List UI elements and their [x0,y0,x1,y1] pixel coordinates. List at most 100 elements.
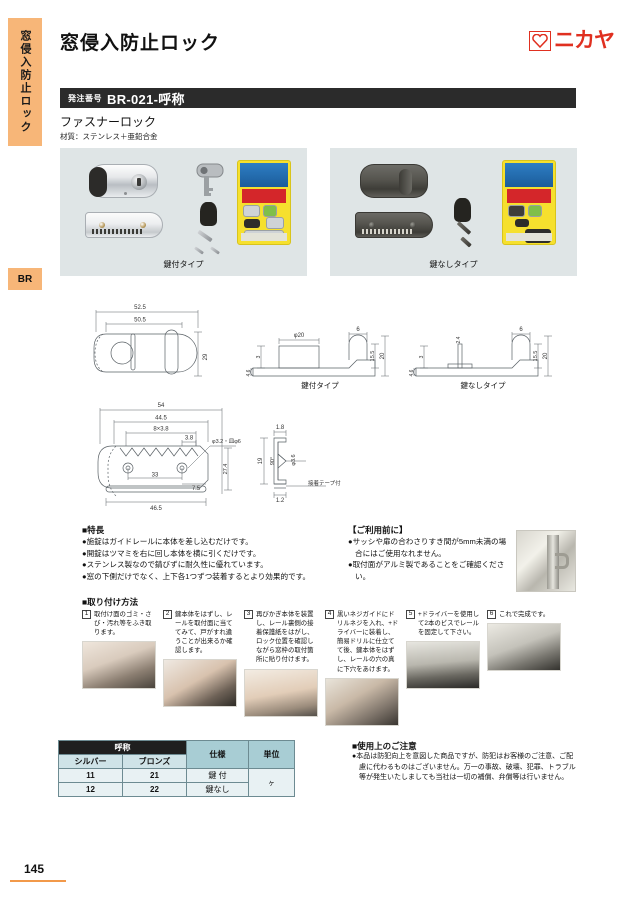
screw-5 [460,236,472,248]
drawing-side-nokey-type: 6 15.5 20 3 4.6 2.4 鍵なしタイプ [408,318,558,390]
step-text: 再びかぎ本体を装置し、レール裏側の接着保護紙をはがし、ロック位置を確認しながら窓… [256,611,314,664]
step-photo [487,623,561,672]
svg-text:19: 19 [258,457,264,464]
heart-icon [529,30,551,51]
install-step: 2 鍵本体をはずし、レールを取付面に当ててみて、戸がすれ違うことが出来るか確認し… [163,610,237,726]
svg-text:4.6: 4.6 [246,369,252,376]
svg-text:φ20: φ20 [294,333,305,339]
cell-unit: ヶ [248,768,295,797]
svg-text:1.2: 1.2 [276,498,285,502]
preuse-item: ●サッシや扉の合わさりすき間が5mm未満の場合にはご使用なれません。 [348,537,507,558]
step-photo [163,659,237,708]
screw-1 [197,229,213,243]
step-photo [406,641,480,690]
brand-logo: ニカヤ [529,30,615,51]
drawing-caption-key-type: 鍵付タイプ [301,381,339,390]
svg-text:46.5: 46.5 [150,506,162,510]
svg-text:3.8: 3.8 [185,436,194,442]
features-heading: ■特長 [82,525,105,535]
svg-text:2.4: 2.4 [456,336,462,343]
product-material: 材質：ステンレス＋亜鉛合金 [60,132,158,141]
table-header-bronze: ブロンズ [122,754,187,769]
step-number: 4 [325,610,334,619]
svg-text:20: 20 [380,352,386,359]
drawing-front-view: 52.5 50.5 29 [70,300,260,395]
step-text: 鍵本体をはずし、レールを取付面に当ててみて、戸がすれ違うことが出来るか確認します… [175,611,233,655]
page-title: 窓侵入防止ロック [60,33,221,54]
svg-text:3: 3 [256,355,262,358]
svg-text:6: 6 [356,327,360,333]
cell-spec: 鍵なし [186,782,249,797]
svg-text:7.5: 7.5 [192,486,201,492]
svg-text:54: 54 [158,403,165,409]
feature-item: ●開錠はツマミを右に回し本体を横に引くだけです。 [82,548,261,558]
svg-text:20: 20 [543,352,549,359]
svg-text:4.6: 4.6 [409,369,415,376]
step-photo [325,677,399,726]
lock-body-bronze [360,164,428,198]
page-number-rule [10,880,66,882]
preuse-item: ●取付面がアルミ製であることをご確認ください。 [348,560,505,581]
svg-text:3: 3 [419,355,425,358]
install-step: 5 +ドライバーを使用して2本のビスでレールを固定して下さい。 [406,610,480,726]
sidebar-vertical-tab-label: 窓侵入防止ロック [19,30,31,134]
features-list: ●施錠はガイドレールに本体を差し込むだけです。 ●開錠はツマミを右に回し本体を横… [82,536,338,582]
preuse-photo [516,530,576,592]
step-photo [82,641,156,690]
product-table: 呼称 仕様 単位 シルバー ブロンズ 11 21 鍵 付 ヶ 12 22 鍵なし [58,740,295,797]
photo-caption-nokey-type: 鍵なしタイプ [429,260,478,269]
drawing-rail-plan: 54 44.5 8×3.8 3.8 φ3.2・皿φ6 33 7.5 27.4 4… [70,398,260,510]
table-header-unit: 単位 [248,740,295,769]
screw-4 [456,221,472,235]
svg-text:52.5: 52.5 [134,305,146,311]
install-step: 4 黒いネジガイドにドリルネジを入れ、+ドライバーに装着し、簡易ドリルに仕立てて… [325,610,399,726]
feature-item: ●窓の下側だけでなく、上下各1つずつ装着するとより効果的です。 [82,571,311,581]
install-steps: 1 取付け面のゴミ・さび・汚れ等をふき取ります。 2 鍵本体をはずし、レールを取… [82,610,576,726]
step-text: +ドライバーを使用して2本のビスでレールを固定して下さい。 [418,611,480,637]
install-step: 6 これで完成です。 [487,610,561,726]
svg-text:15.5: 15.5 [370,351,376,362]
svg-text:90°: 90° [270,457,276,465]
cell-silver: 11 [58,768,123,783]
table-header-spec: 仕様 [186,740,249,769]
end-cap-bronze [454,198,471,222]
svg-text:8×3.8: 8×3.8 [153,427,169,433]
install-step: 3 再びかぎ本体を装置し、レール裏側の接着保護紙をはがし、ロック位置を確認しなが… [244,610,318,726]
step-number: 6 [487,610,496,619]
order-number-label: 発注番号 [68,93,102,103]
table-row: 12 22 鍵なし [58,782,295,797]
step-text: これで完成です。 [499,611,550,618]
cell-silver: 12 [58,782,123,797]
package-blister-nokey [502,160,556,245]
photo-caption-key-type: 鍵付タイプ [163,260,204,269]
preuse-list: ●サッシや扉の合わさりすき間が5mm未満の場合にはご使用なれません。 ●取付面が… [348,536,508,582]
step-number: 3 [244,610,253,619]
svg-text:φ3.6: φ3.6 [291,454,297,465]
drawing-caption-nokey-type: 鍵なしタイプ [460,381,506,390]
cell-bronze: 21 [122,768,187,783]
caution-heading: ■使用上のご注意 [352,741,417,751]
page-number: 145 [24,862,45,876]
install-heading: ■取り付け方法 [82,597,139,607]
svg-text:15.5: 15.5 [533,351,539,362]
order-number-bar: 発注番号 BR-021-呼称 [60,88,576,108]
end-cap [200,202,217,226]
preuse-heading: 【ご利用前に】 [348,525,408,535]
caution-text: ●本品は防犯向上を意図した商品ですが、防犯はお客様のご注意、ご配慮に代わるものは… [352,753,576,781]
feature-item: ●ステンレス製なので錆びずに耐久性に優れています。 [82,560,268,570]
drawing-side-key-type: φ20 6 15.5 20 3 4.6 鍵付タイプ [245,318,395,390]
svg-text:φ3.2・皿φ6: φ3.2・皿φ6 [212,438,241,445]
svg-text:44.5: 44.5 [155,416,167,422]
product-name: ファスナーロック [60,115,157,129]
step-number: 5 [406,610,415,619]
lock-rail-silver [85,212,163,238]
svg-text:接着テープ付: 接着テープ付 [308,479,341,487]
svg-text:33: 33 [152,473,159,479]
lock-rail-bronze [355,212,433,238]
product-photo-nokey-type: 鍵なしタイプ [330,148,577,276]
features-block: ■特長 ●施錠はガイドレールに本体を差し込むだけです。 ●開錠はツマミを右に回し… [82,524,338,582]
table-header-row: 呼称 仕様 単位 [58,740,295,769]
product-photo-key-type: 鍵付タイプ [60,148,307,276]
table-header-main: 呼称 [58,740,187,755]
